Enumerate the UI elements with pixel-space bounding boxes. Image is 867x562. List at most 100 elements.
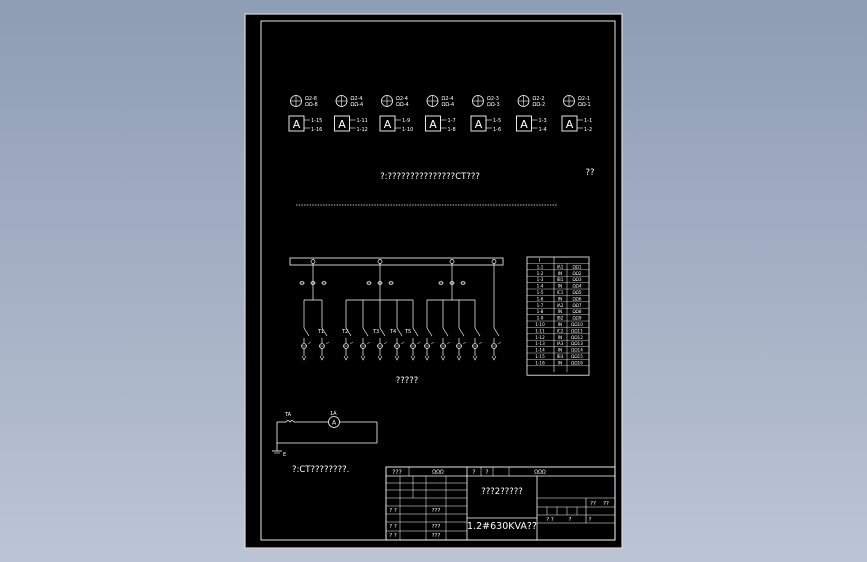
terminal-cell-id: 1-3: [537, 277, 544, 282]
ammeter-icon: A: [520, 118, 528, 131]
busbar-caption: ?????: [396, 376, 419, 386]
terminal-cell-signal: IA3: [557, 341, 564, 346]
feeder-column-6: [394, 300, 405, 361]
terminal-cell-signal: IN: [558, 348, 562, 353]
terminal-cell-id: 1-9: [537, 316, 544, 321]
switch-tick: [307, 341, 312, 345]
meter-ct-tag: 1-11: [357, 118, 368, 124]
switch-tick: [446, 341, 451, 345]
feeder-column-12: [491, 300, 502, 361]
terminal-cell-wire: ΩΩ14: [571, 348, 583, 353]
terminal-cell-id: 1-6: [537, 296, 544, 301]
tb-sheet-label-2: ?: [589, 517, 592, 523]
ammeter-icon: A: [475, 118, 483, 131]
ammeter-box: [561, 115, 578, 132]
tb-row-4: ???: [432, 508, 441, 514]
terminal-cell-id: 1-8: [537, 309, 544, 314]
feeder-column-8: [424, 300, 435, 361]
terminal-cell-id: 1-4: [537, 284, 544, 289]
terminal-cell-signal: IN: [558, 309, 562, 314]
meter-ct-tag: 1-3: [539, 118, 547, 124]
arrow-down-icon: [343, 355, 349, 361]
meter-ct-tag-2: 1-8: [448, 127, 456, 133]
switch-tick: [400, 341, 405, 345]
meter-tag: Ω2-1: [578, 96, 590, 102]
feeder-label-2: T2: [341, 329, 348, 335]
arrow-down-icon: [491, 355, 497, 361]
meter-tag: Ω2-8: [305, 96, 317, 102]
switch-blade: [442, 327, 449, 337]
arrow-down-icon: [377, 355, 383, 361]
terminal-cell-signal: IN: [558, 296, 562, 301]
meter-ct-tag-2: 1-10: [402, 127, 413, 133]
terminal-cell-wire: ΩΩ7: [572, 303, 581, 308]
terminal-cell-wire: ΩΩ8: [572, 309, 581, 314]
switch-tick: [497, 341, 502, 345]
ammeter-icon: A: [384, 118, 392, 131]
switch-tick: [478, 341, 483, 345]
ammeter-label: 1A: [330, 411, 337, 417]
feeder-column-2: [319, 300, 330, 361]
terminal-cell-signal: IN: [558, 360, 562, 365]
arrow-down-icon: [394, 355, 400, 361]
meter-tag: Ω2-3: [487, 96, 499, 102]
terminal-cell-wire: ΩΩ9: [572, 316, 581, 321]
terminal-cell-wire: ΩΩ10: [571, 322, 583, 327]
busbar: [289, 257, 504, 266]
meter-ct-tag: 1-5: [493, 118, 501, 124]
terminal-cell-signal: IB1: [557, 277, 564, 282]
ammeter-box: [288, 115, 305, 132]
meter-ct-tag-2: 1-6: [493, 127, 501, 133]
meter-tag: Ω2-4: [442, 96, 454, 102]
feeder-column-1: [301, 300, 312, 361]
feeder-label-3: T3: [372, 329, 379, 335]
busbar-schematic: [289, 257, 504, 300]
feeder-column-3: [343, 300, 354, 361]
switch-blade: [458, 327, 465, 337]
terminal-cell-id: 1-7: [537, 303, 544, 308]
meter-sub: ΩΩ-8: [305, 102, 318, 108]
arrow-down-icon: [424, 355, 430, 361]
tb-right-tag-1: ??: [590, 501, 596, 507]
switch-blade: [474, 327, 481, 337]
tb-sheet-label: ?: [569, 517, 572, 523]
meter-ct-tag: 1-7: [448, 118, 456, 124]
meter-sub: ΩΩ-4: [442, 102, 455, 108]
switch-tick: [416, 341, 421, 345]
meter-sub: ΩΩ-2: [533, 102, 546, 108]
meter-sub: ΩΩ-1: [578, 102, 591, 108]
tb-row-2: ? ?: [389, 524, 397, 530]
meter-sub: ΩΩ-4: [396, 102, 409, 108]
ammeter-icon: A: [338, 118, 346, 131]
terminal-cell-wire: ΩΩ15: [571, 354, 583, 359]
feeder-label-4: T4: [389, 329, 396, 335]
arrow-down-icon: [410, 355, 416, 361]
switch-blade: [362, 327, 369, 337]
terminal-cell-id: 1-11: [535, 328, 545, 333]
switch-tick: [366, 341, 371, 345]
switch-blade: [493, 327, 500, 337]
terminal-cell-signal: IN: [558, 284, 562, 289]
switch-blade: [321, 327, 328, 337]
terminal-cell-signal: IA2: [557, 303, 564, 308]
terminal-cell-wire: ΩΩ1: [572, 264, 581, 269]
terminal-cell-wire: ΩΩ16: [571, 360, 583, 365]
ct-coil: [285, 420, 295, 423]
switch-tick: [383, 341, 388, 345]
terminal-cell-id: 1-5: [537, 290, 544, 295]
terminal-cell-signal: IA1: [557, 264, 564, 269]
terminal-cell-wire: ΩΩ2: [572, 271, 581, 276]
feeder-column-5: [377, 300, 388, 361]
switch-blade: [412, 327, 419, 337]
ct-note: ?:CT????????.: [292, 465, 349, 475]
ammeter-circuit: A E TA 1A: [272, 411, 378, 458]
terminal-header: I: [539, 258, 540, 264]
